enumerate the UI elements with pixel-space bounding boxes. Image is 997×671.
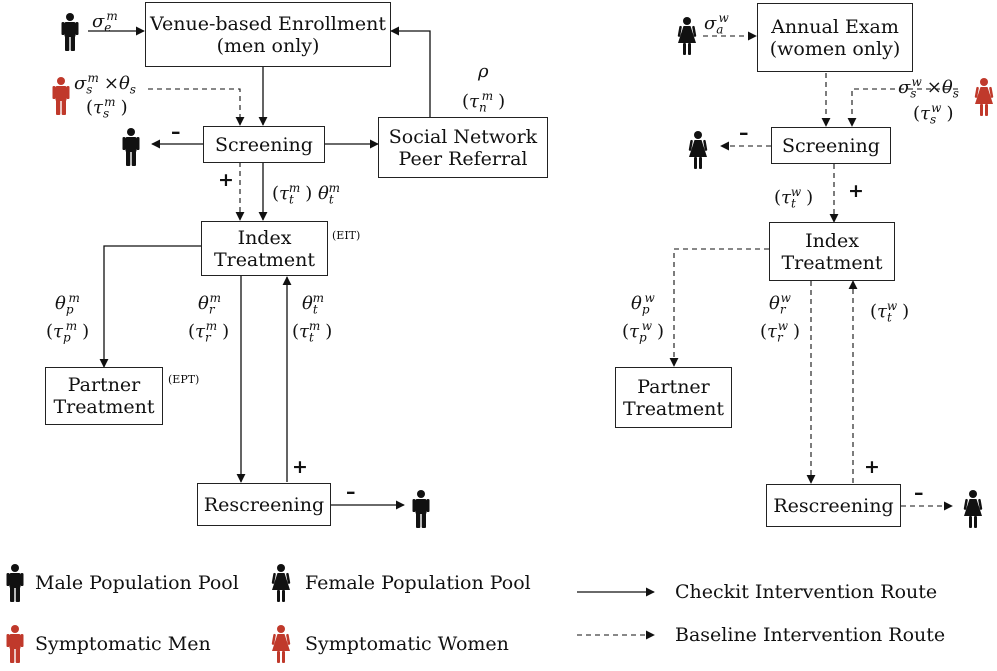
theta-r-m-label: θrm [198, 291, 221, 317]
rho-label: ρ [478, 61, 489, 82]
legend-male-icon [6, 564, 24, 602]
symptomatic-women-icon [974, 78, 994, 116]
legend-female-icon [271, 564, 291, 602]
women-partner-title: Partner [637, 375, 710, 398]
women-index-title: Index [805, 229, 859, 252]
peer-referral-subtitle: Peer Referral [398, 147, 528, 170]
legend-baseline-route-label: Baseline Intervention Route [675, 624, 946, 646]
women-partner-subtitle: Treatment [622, 397, 725, 420]
men-screening-label: Screening [215, 133, 313, 156]
men-rescreening-box: Rescreening [197, 483, 331, 526]
sigma-s-w-theta-label: σsw×θs [898, 75, 959, 101]
women-rescreening-box: Rescreening [766, 484, 901, 527]
women-partner-treatment-box: Partner Treatment [615, 367, 732, 428]
men-partner-title: Partner [67, 374, 141, 396]
men-partner-treatment-box: Partner Treatment [45, 367, 163, 425]
theta-p-w-label: θpw [631, 291, 655, 317]
enrollment-title: Venue-based Enrollment [150, 12, 386, 35]
men-rescreening-label: Rescreening [203, 493, 325, 516]
tau-t-w-lower-label: (τtw) [870, 299, 910, 325]
tau-s-m-label: (τsm) [86, 95, 128, 121]
legend-female-pool-label: Female Population Pool [305, 572, 531, 594]
legend-checkit-route-label: Checkit Intervention Route [675, 581, 938, 603]
tau-t-m-label: (τtm) [292, 319, 333, 345]
theta-p-m-label: θpm [55, 291, 80, 317]
men-index-treatment-box: Index Treatment [201, 221, 328, 276]
sigma-s-m-theta-label: σsm×θs [74, 71, 136, 97]
men-rescreening-positive: + [292, 456, 308, 478]
women-screening-negative: – [739, 122, 749, 144]
peer-referral-title: Social Network [388, 125, 538, 148]
legend-male-pool-label: Male Population Pool [35, 572, 239, 594]
tau-t-w-upper-label: (τtw) [774, 185, 814, 211]
women-rescreening-negative: – [914, 482, 924, 504]
tau-p-m-label: (τpm) [46, 319, 90, 345]
women-screening-label: Screening [782, 134, 880, 157]
sigma-a-w-label: σaw [704, 11, 729, 37]
annual-exam-box: Annual Exam (women only) [757, 3, 913, 72]
men-screening-negative: – [171, 121, 181, 143]
men-screening-positive: + [218, 169, 234, 191]
tau-s-w-label: (τsw) [913, 101, 954, 127]
annual-exam-title: Annual Exam [771, 15, 899, 38]
legend-symptomatic-women-label: Symptomatic Women [305, 633, 509, 655]
peer-referral-box: Social Network Peer Referral [378, 117, 548, 178]
sigma-e-m-label: σem [92, 9, 118, 35]
female-pool-icon [688, 131, 708, 169]
women-screening-box: Screening [771, 127, 891, 164]
women-index-subtitle: Treatment [781, 251, 883, 274]
male-pool-icon [61, 13, 79, 51]
tau-p-w-label: (τpw) [622, 319, 664, 345]
tau-r-w-label: (τrw) [760, 319, 801, 345]
legend-symptomatic-men-icon [6, 625, 24, 663]
female-pool-icon [677, 17, 697, 55]
eit-tag: (EIT) [332, 229, 361, 242]
men-rescreening-negative: – [346, 481, 356, 503]
men-index-subtitle: Treatment [213, 248, 316, 271]
men-partner-subtitle: Treatment [53, 396, 155, 418]
men-screening-box: Screening [203, 126, 325, 163]
tau-n-m-label: (τnm) [462, 89, 506, 115]
ept-tag: (EPT) [168, 373, 200, 386]
venue-enrollment-box: Venue-based Enrollment (men only) [145, 2, 391, 67]
symptomatic-men-icon [52, 77, 70, 115]
legend-symptomatic-men-label: Symptomatic Men [35, 633, 211, 655]
theta-r-w-label: θrw [769, 291, 791, 317]
enrollment-subtitle: (men only) [216, 34, 320, 57]
women-rescreening-positive: + [864, 456, 880, 478]
female-pool-icon [963, 490, 983, 528]
annual-exam-subtitle: (women only) [769, 37, 901, 60]
women-index-treatment-box: Index Treatment [769, 222, 895, 281]
tau-t-theta-t-m-label: (τtm) θtm [272, 181, 341, 207]
tau-r-m-label: (τrm) [188, 319, 230, 345]
women-rescreening-label: Rescreening [773, 494, 894, 517]
male-pool-icon [412, 490, 430, 528]
legend-symptomatic-women-icon [271, 625, 291, 663]
theta-t-m-label: θtm [302, 291, 325, 317]
male-pool-icon [122, 128, 140, 166]
women-screening-positive: + [848, 180, 864, 202]
men-index-title: Index [237, 226, 292, 249]
